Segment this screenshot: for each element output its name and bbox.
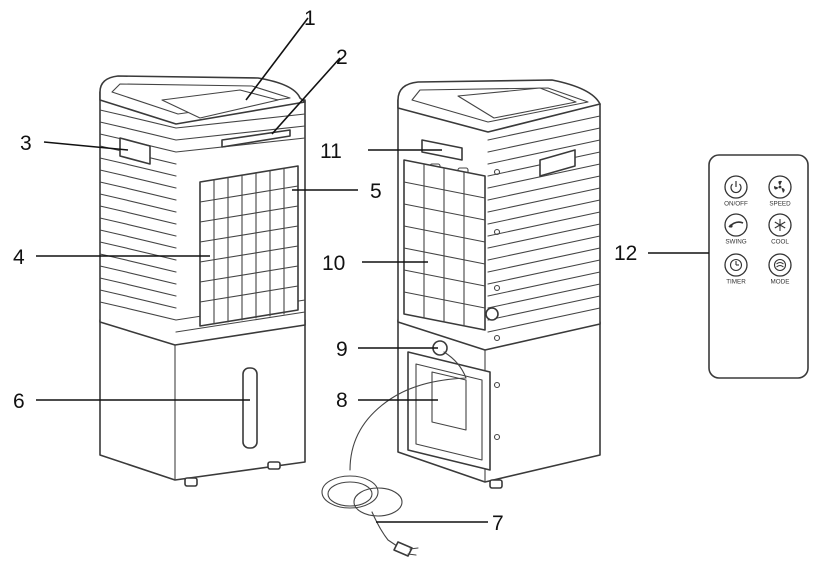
callout-9: 9 bbox=[336, 338, 348, 361]
remote-button-speed: SPEED bbox=[768, 175, 792, 208]
callout-10: 10 bbox=[322, 252, 345, 275]
leader-3 bbox=[43, 141, 129, 151]
callout-8: 8 bbox=[336, 389, 348, 412]
remote-button-timer: TIMER bbox=[724, 253, 748, 286]
callout-5: 5 bbox=[370, 180, 382, 203]
remote-button-label: SWING bbox=[725, 239, 746, 246]
callout-2: 2 bbox=[336, 46, 348, 69]
callout-12: 12 bbox=[614, 242, 637, 265]
remote-button-label: COOL bbox=[771, 239, 789, 246]
remote-control: ON/OFF SPEED SWING COOL TIMER MODE bbox=[708, 154, 809, 379]
mode-icon bbox=[773, 258, 787, 272]
callout-numbers: 1 2 3 4 5 6 7 8 9 10 11 12 bbox=[13, 7, 637, 535]
callout-1: 1 bbox=[304, 7, 316, 30]
callout-4: 4 bbox=[13, 246, 25, 269]
water-level-window bbox=[242, 367, 258, 449]
callout-6: 6 bbox=[13, 390, 25, 413]
front-view-unit bbox=[99, 75, 306, 487]
remote-button-label: TIMER bbox=[726, 279, 746, 286]
remote-button-label: ON/OFF bbox=[724, 201, 748, 208]
back-view-unit bbox=[321, 79, 601, 557]
remote-button-label: SPEED bbox=[769, 201, 791, 208]
leader-2 bbox=[271, 57, 341, 135]
remote-button-mode: MODE bbox=[768, 253, 792, 286]
filter-slot bbox=[221, 129, 291, 148]
remote-button-cool: COOL bbox=[768, 213, 792, 246]
leader-lines bbox=[36, 17, 709, 523]
callout-3: 3 bbox=[20, 132, 32, 155]
leader-1 bbox=[245, 17, 309, 101]
power-cord bbox=[321, 351, 467, 557]
fan-icon bbox=[774, 180, 785, 193]
water-tank bbox=[407, 351, 491, 471]
louver-grille bbox=[199, 165, 299, 327]
clock-icon bbox=[729, 258, 743, 272]
swing-icon bbox=[728, 221, 744, 228]
callout-11: 11 bbox=[320, 140, 342, 163]
honeycomb-filter bbox=[403, 159, 486, 331]
callout-7: 7 bbox=[492, 512, 504, 535]
remote-button-swing: SWING bbox=[724, 213, 748, 246]
snowflake-icon bbox=[774, 219, 786, 231]
power-icon bbox=[730, 181, 742, 194]
remote-button-label: MODE bbox=[771, 279, 790, 286]
remote-button-on-off: ON/OFF bbox=[724, 175, 748, 208]
remote-button-grid: ON/OFF SPEED SWING COOL TIMER MODE bbox=[724, 175, 792, 286]
